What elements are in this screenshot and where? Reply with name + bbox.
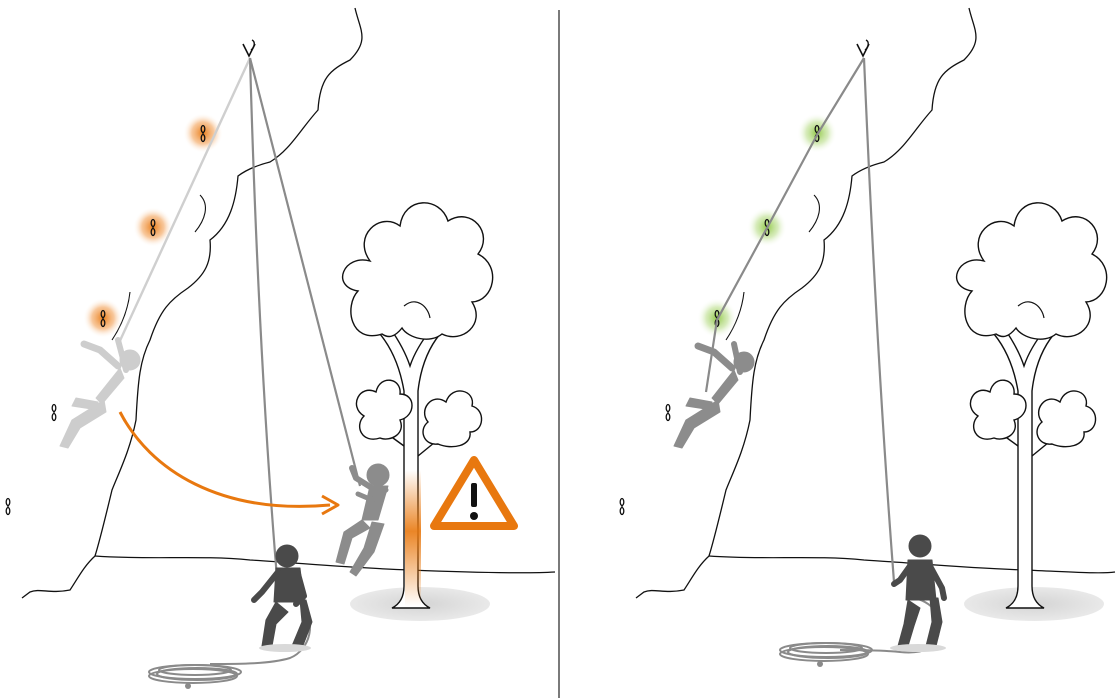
rope-coil <box>780 643 872 661</box>
anchor-icon <box>857 40 869 56</box>
rope-belayer <box>864 58 894 582</box>
rope-coil <box>149 665 241 683</box>
swung-climber <box>336 464 389 576</box>
warning-triangle-icon <box>434 460 514 526</box>
panel-left-incorrect <box>6 8 555 689</box>
swing-arrow-icon <box>120 412 330 506</box>
falling-climber <box>60 340 140 448</box>
anchor-icon <box>243 40 255 56</box>
quickdraw-icon <box>620 499 624 515</box>
cliff-outline <box>22 8 362 598</box>
quickdraw-icon <box>52 405 56 421</box>
rope-falling-climber <box>118 58 250 345</box>
belayer <box>894 535 944 646</box>
quickdraw-icon <box>666 405 670 421</box>
climber <box>674 344 754 448</box>
panel-right-correct <box>620 8 1115 667</box>
ground-line <box>95 556 555 573</box>
tree <box>957 203 1107 608</box>
quickdraw-icon <box>6 499 10 515</box>
trunk-highlight <box>405 470 421 606</box>
cliff-outline <box>636 8 976 598</box>
rope-belayer <box>250 58 278 590</box>
